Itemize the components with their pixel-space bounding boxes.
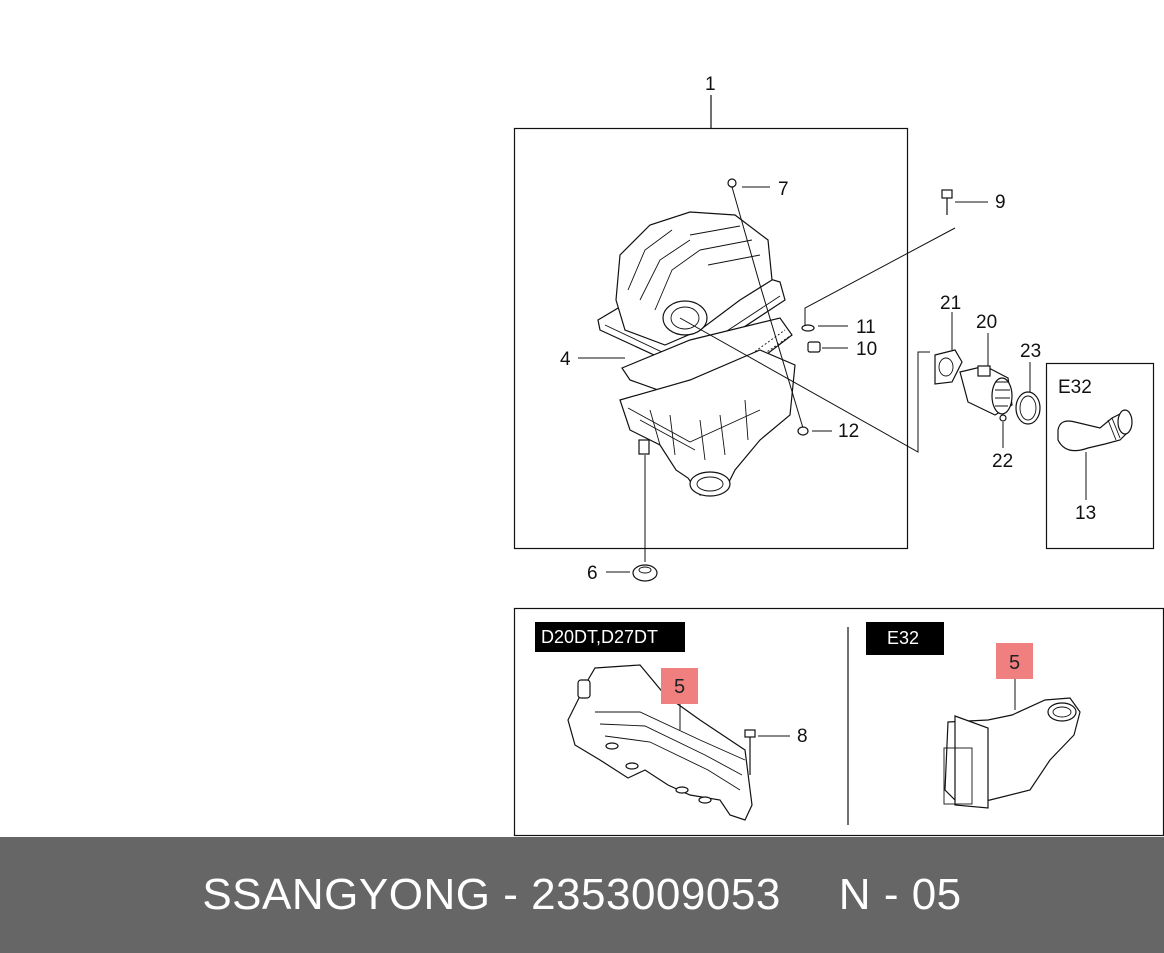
- parts-diagram: 1 4 7 12 9: [513, 74, 1164, 837]
- callout-6: 6: [587, 563, 598, 584]
- callout-9: 9: [995, 192, 1006, 213]
- footer-page: 05: [911, 870, 962, 919]
- grommet-10: [807, 341, 821, 353]
- clip-12: [797, 426, 809, 436]
- variant-right-label: E32: [887, 628, 919, 648]
- air-filter-element: [621, 317, 793, 406]
- grommet-6: [632, 564, 658, 582]
- hose-13: [1057, 409, 1133, 452]
- footer-brand: SSANGYONG: [202, 870, 491, 919]
- bolt-8: [744, 729, 756, 775]
- variant-right-tag: [866, 622, 944, 655]
- callout-20: 20: [976, 312, 997, 333]
- callout-7: 7: [778, 179, 789, 200]
- highlight-box-5a: [661, 668, 698, 704]
- intake-duct-d20dt: [567, 664, 753, 821]
- footer-bar: SSANGYONG - 2353009053 N - 05: [0, 837, 1164, 953]
- variant-left-tag: [535, 622, 685, 652]
- air-cleaner-cover: [597, 211, 786, 361]
- callout-1: 1: [705, 74, 716, 95]
- callout-23: 23: [1020, 341, 1041, 362]
- callout-11: 11: [856, 317, 876, 338]
- screw-22: [999, 414, 1007, 422]
- footer-section: N: [838, 870, 872, 919]
- footer-separator-2: -: [883, 870, 899, 919]
- assembly-frame: [513, 127, 909, 550]
- bolt-9: [941, 189, 953, 215]
- callout-5a: 5: [674, 676, 685, 698]
- air-cleaner-lower-housing: [619, 349, 796, 497]
- callout-12: 12: [838, 421, 859, 442]
- variant-left-label: D20DT,D27DT: [541, 627, 658, 647]
- callout-8: 8: [797, 726, 808, 747]
- footer-separator-1: -: [503, 870, 519, 919]
- highlight-box-5b: [996, 643, 1033, 679]
- bolt-7: [727, 178, 761, 286]
- footer-part-number: 2353009053: [531, 870, 781, 919]
- e32-inset-label: E32: [1058, 377, 1092, 398]
- callout-22: 22: [992, 451, 1013, 472]
- callout-21: 21: [940, 293, 961, 314]
- intake-duct-e32: [943, 697, 1081, 809]
- clamp-23: [1015, 391, 1041, 425]
- clamp-11: [801, 324, 815, 332]
- footer-caption: SSANGYONG - 2353009053 N - 05: [0, 837, 1164, 953]
- callout-5b: 5: [1009, 652, 1020, 674]
- gasket-21: [934, 349, 963, 385]
- callout-4: 4: [560, 349, 571, 370]
- air-flow-sensor-20: [959, 365, 1013, 416]
- callout-13: 13: [1075, 503, 1096, 524]
- e32-inset-frame: [1045, 362, 1155, 550]
- callout-10: 10: [856, 339, 877, 360]
